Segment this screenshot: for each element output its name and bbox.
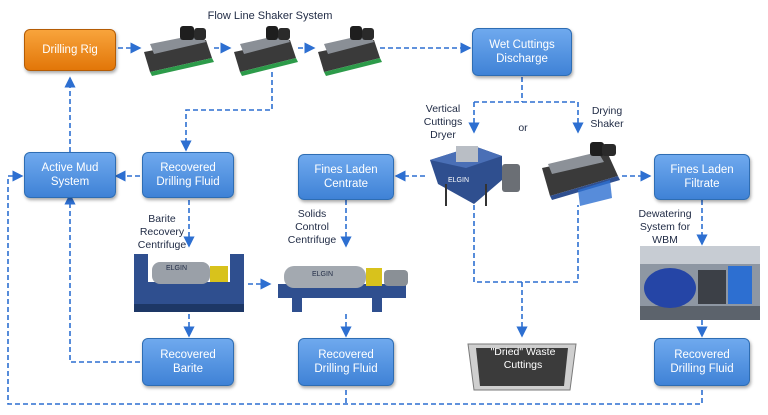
or-label: or xyxy=(518,122,528,134)
solids-centrifuge-brand-text: ELGIN xyxy=(312,271,333,278)
barite-recovery-centrifuge-machine: ELGIN xyxy=(134,254,244,312)
shaker-machine-3 xyxy=(318,26,382,76)
fines-laden-filtrate-box: Fines Laden Filtrate xyxy=(654,154,750,200)
fines-laden-centrate-box: Fines Laden Centrate xyxy=(298,154,394,200)
recovered-drilling-fluid-box-1: Recovered Drilling Fluid xyxy=(142,152,234,198)
vertical-cuttings-dryer-label: Vertical Cuttings Dryer xyxy=(423,103,463,141)
flow-line-shaker-title: Flow Line Shaker System xyxy=(207,10,333,22)
solids-control-centrifuge-machine: ELGIN xyxy=(278,266,408,312)
active-mud-system-box: Active Mud System xyxy=(24,152,116,198)
dewatering-system-photo xyxy=(640,246,760,320)
dried-waste-cuttings-label: "Dried" Waste Cuttings xyxy=(490,346,556,371)
solids-control-centrifuge-label: Solids Control Centrifuge xyxy=(287,208,337,246)
shaker-machine-2 xyxy=(234,26,298,76)
vertical-cuttings-dryer-machine: ELGIN xyxy=(430,146,520,206)
dewatering-system-label: Dewatering System for WBM xyxy=(638,208,692,246)
wet-cuttings-discharge-box: Wet Cuttings Discharge xyxy=(472,28,572,76)
recovered-barite-box: Recovered Barite xyxy=(142,338,234,386)
dryer-brand-text: ELGIN xyxy=(448,177,469,184)
dried-waste-cuttings-bin xyxy=(467,343,577,391)
drying-shaker-label: Drying Shaker xyxy=(590,105,624,130)
recovered-drilling-fluid-box-3: Recovered Drilling Fluid xyxy=(654,338,750,386)
barite-recovery-centrifuge-label: Barite Recovery Centrifuge xyxy=(137,213,187,251)
barite-centrifuge-brand-text: ELGIN xyxy=(166,265,187,272)
recovered-drilling-fluid-box-2: Recovered Drilling Fluid xyxy=(298,338,394,386)
drilling-rig-box: Drilling Rig xyxy=(24,29,116,71)
shaker-machine-1 xyxy=(144,26,214,76)
drying-shaker-machine xyxy=(542,142,620,206)
